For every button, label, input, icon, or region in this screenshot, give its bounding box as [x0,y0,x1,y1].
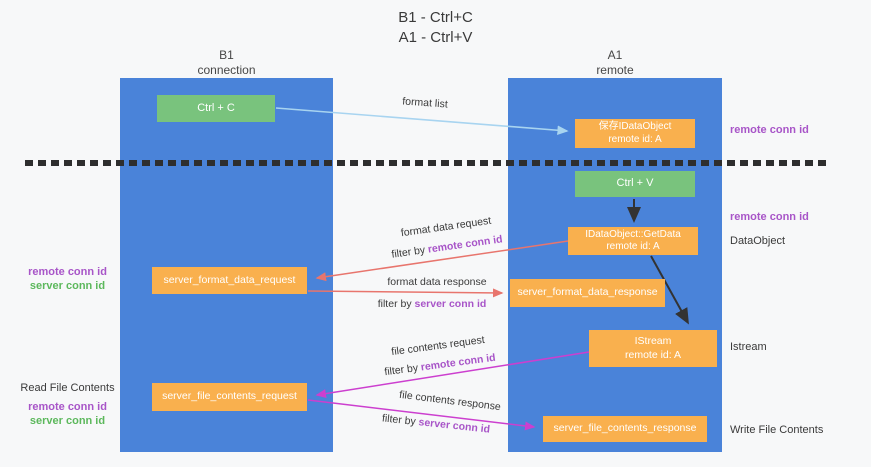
node-save-idataobject: 保存IDataObject remote id: A [575,119,695,148]
node-ctrl-c-label: Ctrl + C [197,101,235,114]
label-format-data-response: format data response [387,276,486,288]
arrow-format-data-request [315,240,569,282]
label-remote-conn-id-left-2: remote conn id [28,401,107,413]
label-dataobject: DataObject [730,235,786,247]
node-ctrl-v-label: Ctrl + V [616,177,654,190]
node-server-file-contents-request: server_file_contents_request [152,383,307,411]
label-remote-conn-id-right-mid: remote conn id [730,211,809,223]
label-server-conn-id-text: server conn id [414,298,487,310]
node-server-file-contents-response: server_file_contents_response [543,416,707,442]
node-server-format-data-response: server_format_data_response [510,279,665,307]
title-line-2: A1 - Ctrl+V [398,29,473,47]
dashed-separator-line [25,160,831,166]
label-read-file-contents: Read File Contents [20,382,115,394]
label-remote-conn-id-left-1: remote conn id [28,266,107,278]
node-format-request-label: server_format_data_request [163,273,296,286]
lane-a1-role: remote [596,63,634,77]
lane-header-b1: B1 connection [120,48,333,78]
arrow-format-data-response [307,288,504,298]
label-filter-server-1: filter by server conn id [378,298,487,310]
label-format-data-response-text: format data response [387,276,487,288]
node-ctrl-c: Ctrl + C [157,95,275,122]
node-getdata-line1: IDataObject::GetData [585,228,681,240]
lane-b1-name: B1 [219,48,234,62]
node-idataobject-getdata: IDataObject::GetData remote id: A [568,227,698,255]
node-save-idataobject-line2: remote id: A [608,133,662,145]
diagram-title: B1 - Ctrl+C A1 - Ctrl+V [0,8,871,49]
label-server-conn-id-left-1: server conn id [29,280,106,292]
node-istream-line2: remote id: A [624,348,682,361]
label-write-file-contents: Write File Contents [730,424,824,436]
arrow-file-contents-response [307,399,536,431]
arrow-format-list [275,107,569,136]
label-remote-conn-id-right-top: remote conn id [730,124,809,136]
label-server-conn-id-left-2: server conn id [29,415,106,427]
node-server-format-data-request: server_format_data_request [152,267,307,294]
arrow-file-contents-request [315,351,590,399]
node-ctrl-v: Ctrl + V [575,171,695,197]
node-istream: IStream remote id: A [589,330,717,367]
lane-b1-role: connection [197,63,256,77]
node-istream-line1: IStream [634,335,672,348]
node-file-request-label: server_file_contents_request [162,390,297,403]
node-getdata-line2: remote id: A [606,241,660,252]
title-line-1: B1 - Ctrl+C [398,9,473,26]
lane-header-a1: A1 remote [508,48,722,78]
node-save-idataobject-line1: 保存IDataObject [598,121,672,132]
node-format-response-label: server_format_data_response [517,286,658,299]
lane-a1-name: A1 [607,48,623,62]
arrow-getdata-to-istream [650,255,689,325]
label-filter-by-text: filter by [377,298,415,310]
node-file-response-label: server_file_contents_response [553,422,697,435]
label-istream-side: Istream [730,341,767,353]
